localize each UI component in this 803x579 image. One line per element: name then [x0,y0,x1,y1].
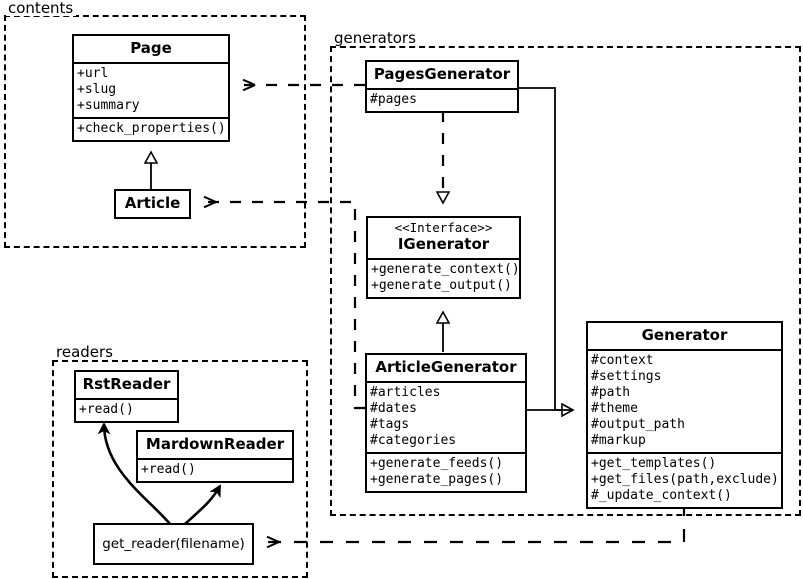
attribute-item: #pages [370,92,417,107]
class-name-article-generator: ArticleGenerator [375,358,517,376]
package-frame-contents [4,15,306,248]
class-attributes-generator: #context #settings #path #theme #output_… [588,349,781,452]
attribute-item: #tags [370,417,410,432]
attribute-item: #context [591,353,654,368]
class-box-igenerator[interactable]: <<Interface>> IGenerator +generate_conte… [366,216,521,299]
class-attributes-article-generator: #articles #dates #tags #categories [367,381,525,452]
class-methods-article-generator: +generate_feeds() +generate_pages() [367,452,525,491]
method-item: +generate_pages() [370,472,504,487]
attribute-item: #dates [370,401,417,416]
class-name-text: IGenerator [397,235,490,253]
class-name-article: Article [124,194,181,212]
class-box-rst-reader[interactable]: RstReader +read() [74,370,179,423]
function-name-get-reader: get_reader(filename) [102,536,245,552]
class-box-generator[interactable]: Generator #context #settings #path #them… [586,321,783,509]
package-frame-readers [52,360,308,578]
package-label-generators: generators [332,31,419,46]
method-item: +generate_output() [371,278,512,293]
function-box-get-reader[interactable]: get_reader(filename) [93,523,254,565]
class-box-page[interactable]: Page +url +slug +summary +check_properti… [72,34,230,142]
attribute-item: #output_path [591,417,685,432]
attribute-item: #path [591,385,631,400]
class-name-pages-generator: PagesGenerator [373,65,511,83]
method-item: #_update_context() [591,488,732,503]
attribute-item: #categories [370,433,457,448]
attribute-item: #articles [370,385,441,400]
class-methods-rst-reader: +read() [76,398,177,421]
class-name-igenerator: <<Interface>> IGenerator [368,218,519,258]
method-item: +read() [79,402,134,417]
package-label-contents: contents [6,1,77,16]
attribute-item: #markup [591,433,646,448]
attribute-item: #settings [591,369,662,384]
class-box-mardown-reader[interactable]: MardownReader +read() [136,430,294,483]
class-name-rst-reader: RstReader [82,375,171,393]
package-label-readers: readers [54,345,116,360]
method-item: +get_templates() [591,456,717,471]
class-name-mardown-reader: MardownReader [145,435,285,453]
class-stereotype-interface: <<Interface>> [394,220,493,235]
class-methods-page: +check_properties() [74,117,228,140]
attribute-item: +summary [77,98,140,113]
class-methods-generator: +get_templates() +get_files(path,exclude… [588,452,781,507]
class-methods-mardown-reader: +read() [138,458,292,481]
method-item: +generate_context() [371,262,520,277]
class-box-pages-generator[interactable]: PagesGenerator #pages [365,60,519,113]
method-item: +read() [141,462,196,477]
attribute-item: +url [77,66,109,81]
class-name-generator: Generator [641,326,728,344]
attribute-item: +slug [77,82,117,97]
class-name-page: Page [130,39,172,57]
class-methods-igenerator: +generate_context() +generate_output() [368,258,520,297]
method-item: +check_properties() [77,121,226,136]
class-box-article[interactable]: Article [114,189,191,219]
attribute-item: #theme [591,401,638,416]
method-item: +generate_feeds() [370,456,504,471]
class-box-article-generator[interactable]: ArticleGenerator #articles #dates #tags … [365,353,527,493]
method-item: +get_files(path,exclude) [591,472,779,487]
class-attributes-pages-generator: #pages [367,88,517,111]
class-attributes-page: +url +slug +summary [74,62,228,117]
